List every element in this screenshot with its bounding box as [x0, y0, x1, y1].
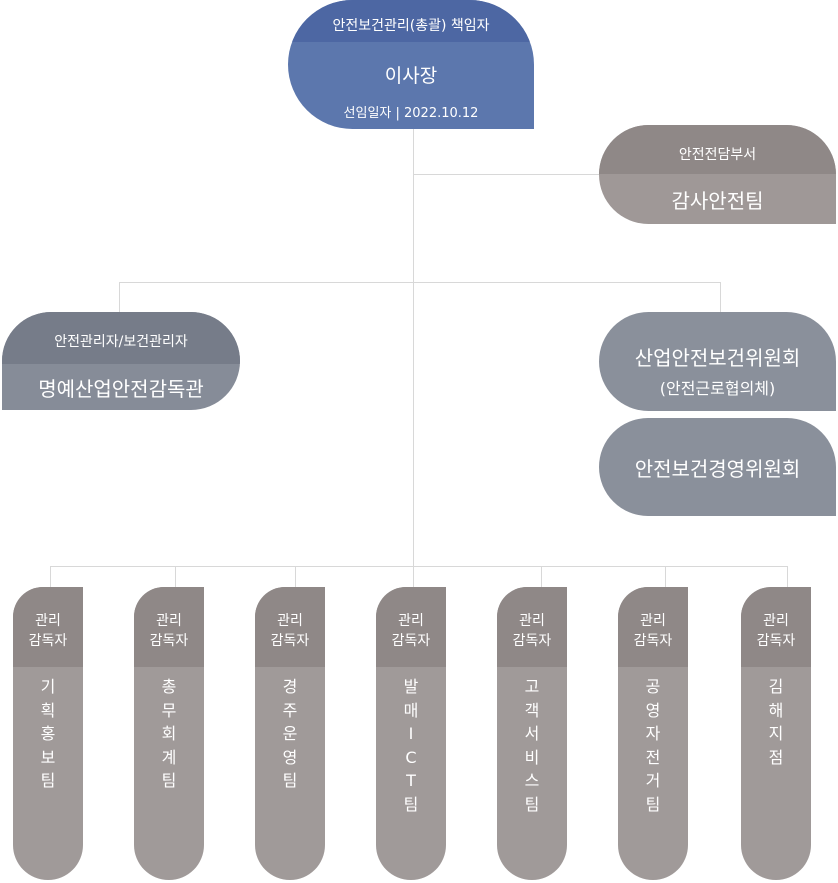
honorary-supervisor-box: 안전관리자/보건관리자 명예산업안전감독관 — [2, 312, 240, 410]
connector-bottom-horizontal — [50, 566, 788, 567]
connector-mid-horizontal — [119, 282, 721, 283]
ceo-appointed-date: 선임일자 | 2022.10.12 — [343, 106, 479, 121]
connector-honor-drop — [119, 282, 120, 312]
team-name: 공 영 자 전 거 팀 — [645, 677, 661, 814]
connector-audit — [413, 174, 599, 175]
safety-committee-name: 산업안전보건위원회 — [634, 346, 801, 370]
audit-team-name: 감사안전팀 — [671, 188, 764, 213]
team-column: 관리 감독자 발 매 I C T 팀 — [376, 587, 446, 880]
ceo-role: 안전보건관리(총괄) 책임자 — [288, 0, 534, 42]
team-name: 총 무 회 계 팀 — [161, 677, 177, 790]
connector-team-2 — [175, 566, 176, 587]
ceo-title: 이사장 — [384, 65, 438, 87]
team-head: 관리 감독자 — [13, 587, 83, 667]
audit-team-label: 안전전담부서 — [599, 125, 836, 174]
team-head: 관리 감독자 — [255, 587, 325, 667]
management-committee-name: 안전보건경영위원회 — [634, 456, 801, 481]
safety-committee-box: 산업안전보건위원회 (안전근로협의체) — [599, 312, 836, 411]
connector-committee-drop — [720, 282, 721, 312]
honorary-supervisor-name: 명예산업안전감독관 — [38, 376, 204, 401]
team-column: 관리 감독자 경 주 운 영 팀 — [255, 587, 325, 880]
team-column: 관리 감독자 공 영 자 전 거 팀 — [618, 587, 688, 880]
team-head: 관리 감독자 — [618, 587, 688, 667]
team-name: 기 획 홍 보 팀 — [40, 677, 56, 790]
management-committee-box: 안전보건경영위원회 — [599, 418, 836, 516]
team-name: 경 주 운 영 팀 — [282, 677, 298, 790]
team-name: 고 객 서 비 스 팀 — [524, 677, 540, 814]
team-column: 관리 감독자 총 무 회 계 팀 — [134, 587, 204, 880]
team-head: 관리 감독자 — [376, 587, 446, 667]
team-column: 관리 감독자 김 해 지 점 — [741, 587, 811, 880]
connector-trunk — [413, 129, 414, 587]
connector-team-5 — [541, 566, 542, 587]
team-head: 관리 감독자 — [741, 587, 811, 667]
team-head: 관리 감독자 — [134, 587, 204, 667]
team-head: 관리 감독자 — [497, 587, 567, 667]
safety-committee-sub: (안전근로협의체) — [659, 379, 776, 398]
team-column: 관리 감독자 고 객 서 비 스 팀 — [497, 587, 567, 880]
team-name: 김 해 지 점 — [768, 677, 784, 767]
connector-team-7 — [787, 566, 788, 587]
team-name: 발 매 I C T 팀 — [403, 677, 419, 814]
ceo-box: 안전보건관리(총괄) 책임자 이사장 선임일자 | 2022.10.12 — [288, 0, 534, 129]
connector-team-1 — [50, 566, 51, 587]
connector-team-6 — [665, 566, 666, 587]
audit-team-box: 안전전담부서 감사안전팀 — [599, 125, 836, 224]
honorary-supervisor-label: 안전관리자/보건관리자 — [2, 312, 240, 364]
connector-team-3 — [295, 566, 296, 587]
team-column: 관리 감독자 기 획 홍 보 팀 — [13, 587, 83, 880]
